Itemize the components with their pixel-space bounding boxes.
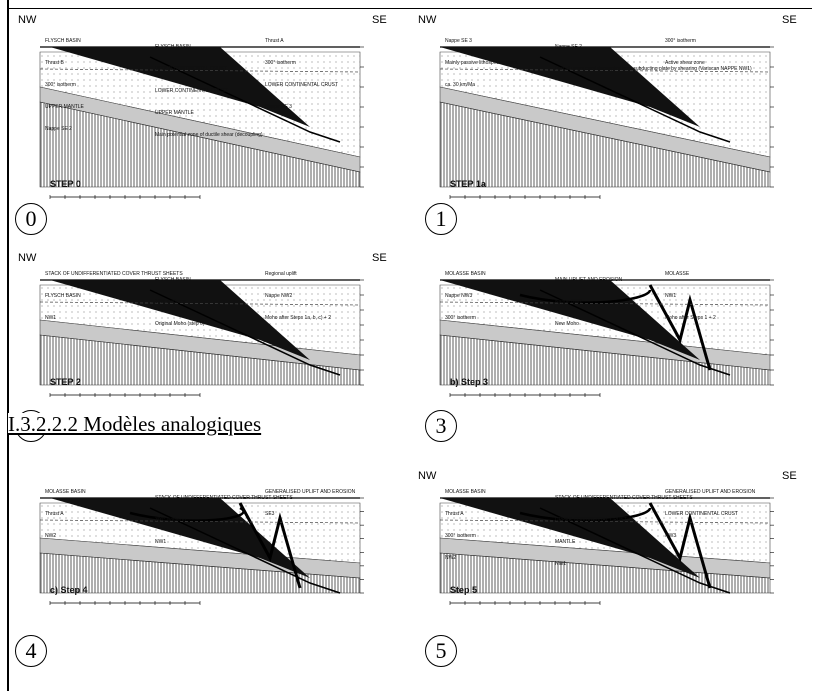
annotation-text: Regional uplift bbox=[265, 271, 297, 277]
annotation-text: UPPER MANTLE bbox=[45, 104, 84, 110]
step-label: c) Step 4 bbox=[50, 585, 88, 595]
annotation-text: FLYSCH BASIN bbox=[155, 44, 191, 50]
annotation-text: 300° isotherm bbox=[445, 315, 476, 321]
annotation-text: GENERALISED UPLIFT AND EROSION bbox=[265, 489, 356, 495]
annotation-text: UPPER MANTLE bbox=[155, 110, 194, 116]
annotation-text: 300° isotherm bbox=[665, 38, 696, 44]
annotation-text: GENERALISED UPLIFT AND EROSION bbox=[665, 489, 756, 495]
annotation-text: NW3 bbox=[665, 533, 677, 539]
annotation-text: Thrust A bbox=[445, 511, 464, 517]
cross-section-panel-2: NW SE STEP 2 STACK OF UNDIFFERENTIATED COVE… bbox=[10, 250, 400, 420]
step-label: b) Step 3 bbox=[450, 377, 489, 387]
annotation-text: SE3 bbox=[265, 511, 275, 517]
cross-section-drawing bbox=[39, 46, 364, 199]
annotation-text: Nappe SE 2 bbox=[45, 126, 72, 132]
annotation-text: Original Moho (step 0) bbox=[155, 321, 205, 327]
step-number-circle: 3 bbox=[425, 410, 457, 442]
se-label: SE bbox=[372, 252, 387, 264]
annotation-text: MOLASSE BASIN bbox=[445, 489, 486, 495]
annotation-text: 300° isotherm bbox=[45, 82, 76, 88]
se-label: SE bbox=[782, 470, 797, 482]
annotation-text: Thrust A bbox=[45, 511, 64, 517]
annotation-text: MOLASSE BASIN bbox=[445, 271, 486, 277]
annotation-text: Mainly passive lithospheric block bbox=[445, 60, 518, 66]
annotation-text: FLYSCH BASIN bbox=[45, 38, 81, 44]
step-label: Step 5 bbox=[450, 585, 478, 595]
section-heading: I.3.2.2.2 Modèles analogiques bbox=[8, 412, 262, 436]
cross-section-drawing bbox=[439, 279, 774, 397]
annotation-text: NW2 bbox=[45, 533, 57, 539]
step-label: STEP 1a bbox=[450, 179, 486, 189]
annotation-text: Part of upper crust decoupled from subdu… bbox=[555, 66, 752, 72]
annotation-text: NW1 bbox=[665, 293, 677, 299]
annotation-text: LOWER CONTINENTAL CRUST bbox=[265, 82, 339, 88]
annotation-text: 300° isotherm bbox=[155, 517, 186, 523]
annotation-text: Nappe SE 3 bbox=[265, 104, 292, 110]
cross-section-drawing bbox=[39, 279, 364, 397]
annotation-text: MOLASSE bbox=[665, 271, 690, 277]
annotation-text: STACK OF UNDIFFERENTIATED COVER THRUST S… bbox=[555, 495, 693, 501]
annotation-text: NW1 bbox=[45, 315, 57, 321]
cross-section-panel-5: NW SE Step 5 MOLASSE BASIN STACK OF UNDIFFER… bbox=[410, 468, 810, 628]
top-rule bbox=[7, 8, 812, 9]
annotation-text: Active shear zone bbox=[665, 60, 705, 66]
annotation-text: Nappe NW2 bbox=[265, 293, 293, 299]
annotation-text: MANTLE bbox=[555, 539, 576, 545]
annotation-text: MAIN UPLIFT AND EROSION bbox=[555, 277, 623, 283]
step-number-circle: 5 bbox=[425, 635, 457, 667]
step-number-circle: 0 bbox=[15, 203, 47, 235]
cross-section-drawing bbox=[439, 497, 774, 605]
annotation-text: NW2 bbox=[445, 555, 457, 561]
nw-label: NW bbox=[418, 14, 437, 26]
se-label: SE bbox=[372, 14, 387, 26]
se-label: SE bbox=[782, 14, 797, 26]
annotation-text: Nappe SE 2 bbox=[555, 44, 582, 50]
step-label: STEP 2 bbox=[50, 377, 81, 387]
annotation-text: LOWER CONTINENTAL CRUST bbox=[665, 511, 739, 517]
annotation-text: Main potential zone of ductile shear (de… bbox=[155, 132, 263, 138]
nw-label: NW bbox=[418, 470, 437, 482]
left-margin-rule bbox=[7, 0, 9, 691]
nw-label: NW bbox=[18, 252, 37, 264]
cross-section-drawing bbox=[439, 46, 774, 199]
annotation-text: ca. 30 km/Ma bbox=[445, 82, 476, 88]
annotation-text: MOLASSE BASIN bbox=[45, 489, 86, 495]
annotation-text: NW1 bbox=[155, 539, 167, 545]
annotation-text: STACK OF UNDIFFERENTIATED COVER THRUST S… bbox=[45, 271, 183, 277]
annotation-text: Nappe SE 3 bbox=[445, 38, 472, 44]
annotation-text: STACK OF UNDIFFERENTIATED COVER THRUST S… bbox=[155, 495, 293, 501]
cross-section-panel-0: NW SE STEP 0 FLYSCH BASIN FLYSCH BASIN Thrust… bbox=[10, 12, 400, 222]
annotation-text: NW1 bbox=[555, 561, 567, 567]
annotation-text: UPPER CONTINENTAL CRUST bbox=[155, 66, 227, 72]
annotation-text: LOWER CONTINENTAL CRUST bbox=[155, 88, 229, 94]
annotation-text: Nappe NW3 bbox=[445, 293, 473, 299]
annotation-text: Moho after Steps 1 + 2 bbox=[665, 315, 716, 321]
annotation-text: New Moho bbox=[555, 321, 579, 327]
annotation-text: FLYSCH BASIN bbox=[45, 293, 81, 299]
annotation-text: Nappe NW2 bbox=[555, 299, 583, 305]
cross-section-drawing bbox=[39, 497, 364, 605]
annotation-text: Moho after Steps 1a, b, c) + 2 bbox=[265, 315, 332, 321]
nw-label: NW bbox=[18, 14, 37, 26]
annotation-text: 300° isotherm bbox=[445, 533, 476, 539]
annotation-text: FLYSCH BASIN bbox=[155, 277, 191, 283]
annotation-text: 300° isotherm bbox=[155, 299, 186, 305]
step-label: STEP 0 bbox=[50, 179, 81, 189]
annotation-text: Thrust A bbox=[265, 38, 284, 44]
annotation-text: UPPER CONTINENTAL CRUST bbox=[555, 517, 627, 523]
step-number-circle: 1 bbox=[425, 203, 457, 235]
cross-section-panel-3: b) Step 3 MOLASSE BASIN MAIN UPLIFT AND ER… bbox=[410, 250, 810, 420]
annotation-text: Thrust B bbox=[45, 60, 64, 66]
cross-section-panel-1: NW SE STEP 1a Nappe SE 3 Nappe SE 2 300° isot… bbox=[410, 12, 810, 222]
cross-section-panel-4: c) Step 4 MOLASSE BASIN STACK OF UNDIFFERE… bbox=[10, 468, 400, 628]
annotation-text: 300° isotherm bbox=[265, 60, 296, 66]
step-number-circle: 4 bbox=[15, 635, 47, 667]
